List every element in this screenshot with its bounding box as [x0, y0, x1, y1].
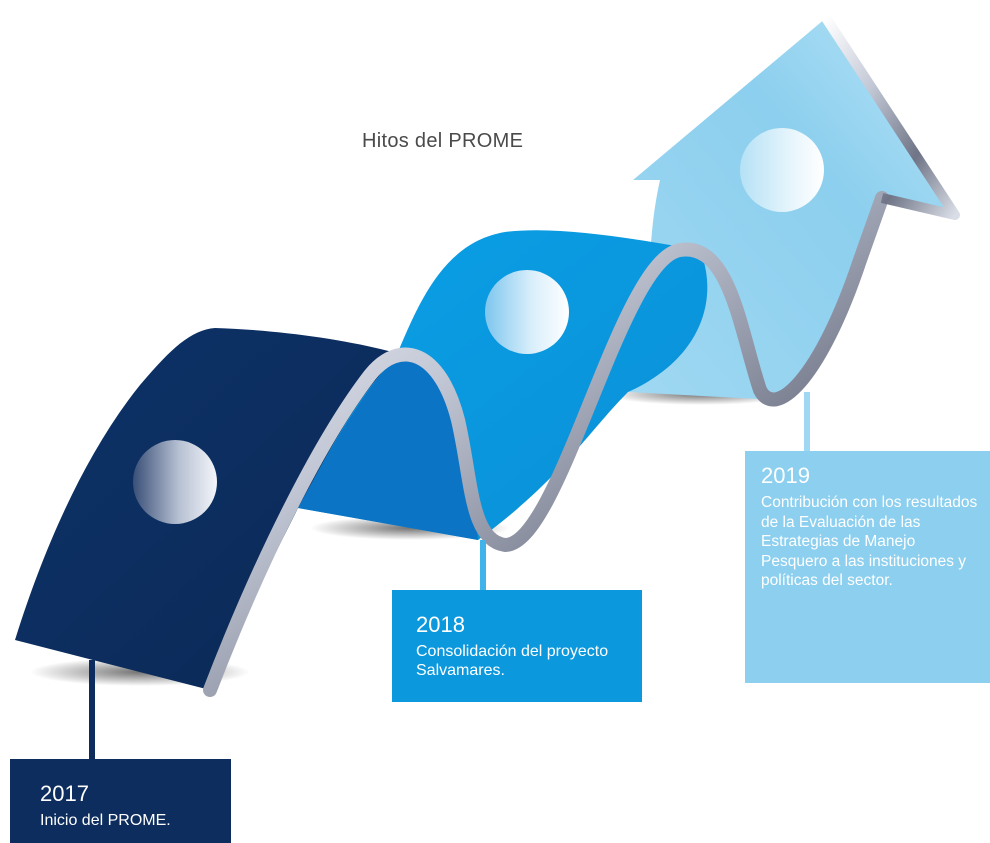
ribbon-segment-2017 [15, 328, 400, 690]
milestone-description: Consolidación del proyecto Salvamares. [416, 643, 609, 679]
milestone-card-2019: 2019 Contribución con los resultados de … [745, 451, 990, 683]
arrow-head-edge [821, 15, 960, 220]
milestone-year: 2017 [40, 781, 89, 806]
milestone-card-2018: 2018 Consolidación del proyecto Salvamar… [392, 590, 642, 702]
connector-line-2017 [89, 660, 95, 760]
milestone-sphere-2017 [133, 440, 217, 524]
connector-line-2018 [480, 540, 486, 592]
milestone-description: Inicio del PROME. [40, 812, 171, 829]
diagram-title: Hitos del PROME [362, 130, 524, 152]
milestone-year: 2018 [416, 612, 465, 637]
milestone-sphere-2018 [485, 270, 569, 354]
milestone-description: Contribución con los resultados de la Ev… [761, 494, 978, 589]
ribbon-fold-2018 [298, 354, 478, 540]
milestone-sphere-2019 [740, 128, 824, 212]
connector-line-2019 [804, 392, 810, 452]
milestone-card-2017: 2017 Inicio del PROME. [10, 759, 231, 843]
ribbon-edge [203, 191, 889, 697]
milestone-year: 2019 [761, 463, 810, 488]
